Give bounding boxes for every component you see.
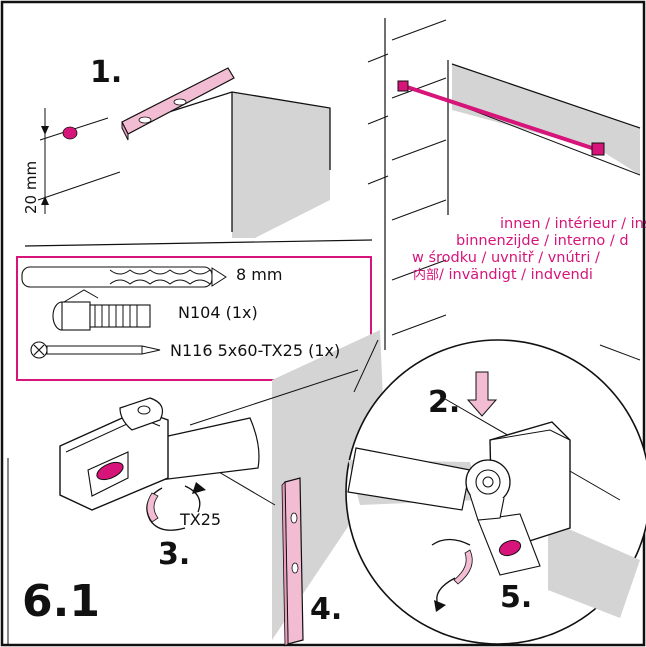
screw-icon xyxy=(30,341,161,359)
step-4-label: 4. xyxy=(310,592,343,627)
step1-illustration xyxy=(24,67,373,247)
step-1-label: 1. xyxy=(90,55,123,90)
vertical-level-icon xyxy=(281,477,304,647)
tiled-wall-illustration xyxy=(367,18,641,350)
spirit-level-icon xyxy=(121,67,235,141)
step-2-label: 2. xyxy=(428,385,461,420)
step-3-label: 3. xyxy=(158,537,191,572)
screw-label: N116 5x60-TX25 (1x) xyxy=(170,341,341,360)
down-arrow-icon xyxy=(466,371,498,417)
inside-label-line1: innen / intérieur / ins xyxy=(500,216,646,232)
dowel-label: N104 (1x) xyxy=(178,303,258,322)
detail-magnifier xyxy=(345,339,646,645)
tool-label: TX25 xyxy=(180,510,222,529)
inside-label-line4: 内部/ invändigt / indvendi xyxy=(413,268,593,283)
section-number: 6.1 xyxy=(22,576,100,627)
drill-bit-icon xyxy=(21,266,227,288)
drill-size-label: 8 mm xyxy=(236,265,283,284)
inside-label-cjk: 内部 xyxy=(413,268,440,283)
wall-plug-icon xyxy=(52,289,151,331)
inside-label-line3: w środku / uvnitř / vnútri / xyxy=(412,250,600,266)
inside-label-rest: / invändigt / indvendi xyxy=(439,267,593,283)
wall-shadow xyxy=(232,92,330,238)
step-5-label: 5. xyxy=(500,580,533,615)
measurement-label: 20 mm xyxy=(22,160,40,214)
shower-rail xyxy=(403,84,599,152)
drill-mark-icon xyxy=(62,126,78,140)
inside-label-line2: binnenzijde / interno / d xyxy=(456,233,629,249)
